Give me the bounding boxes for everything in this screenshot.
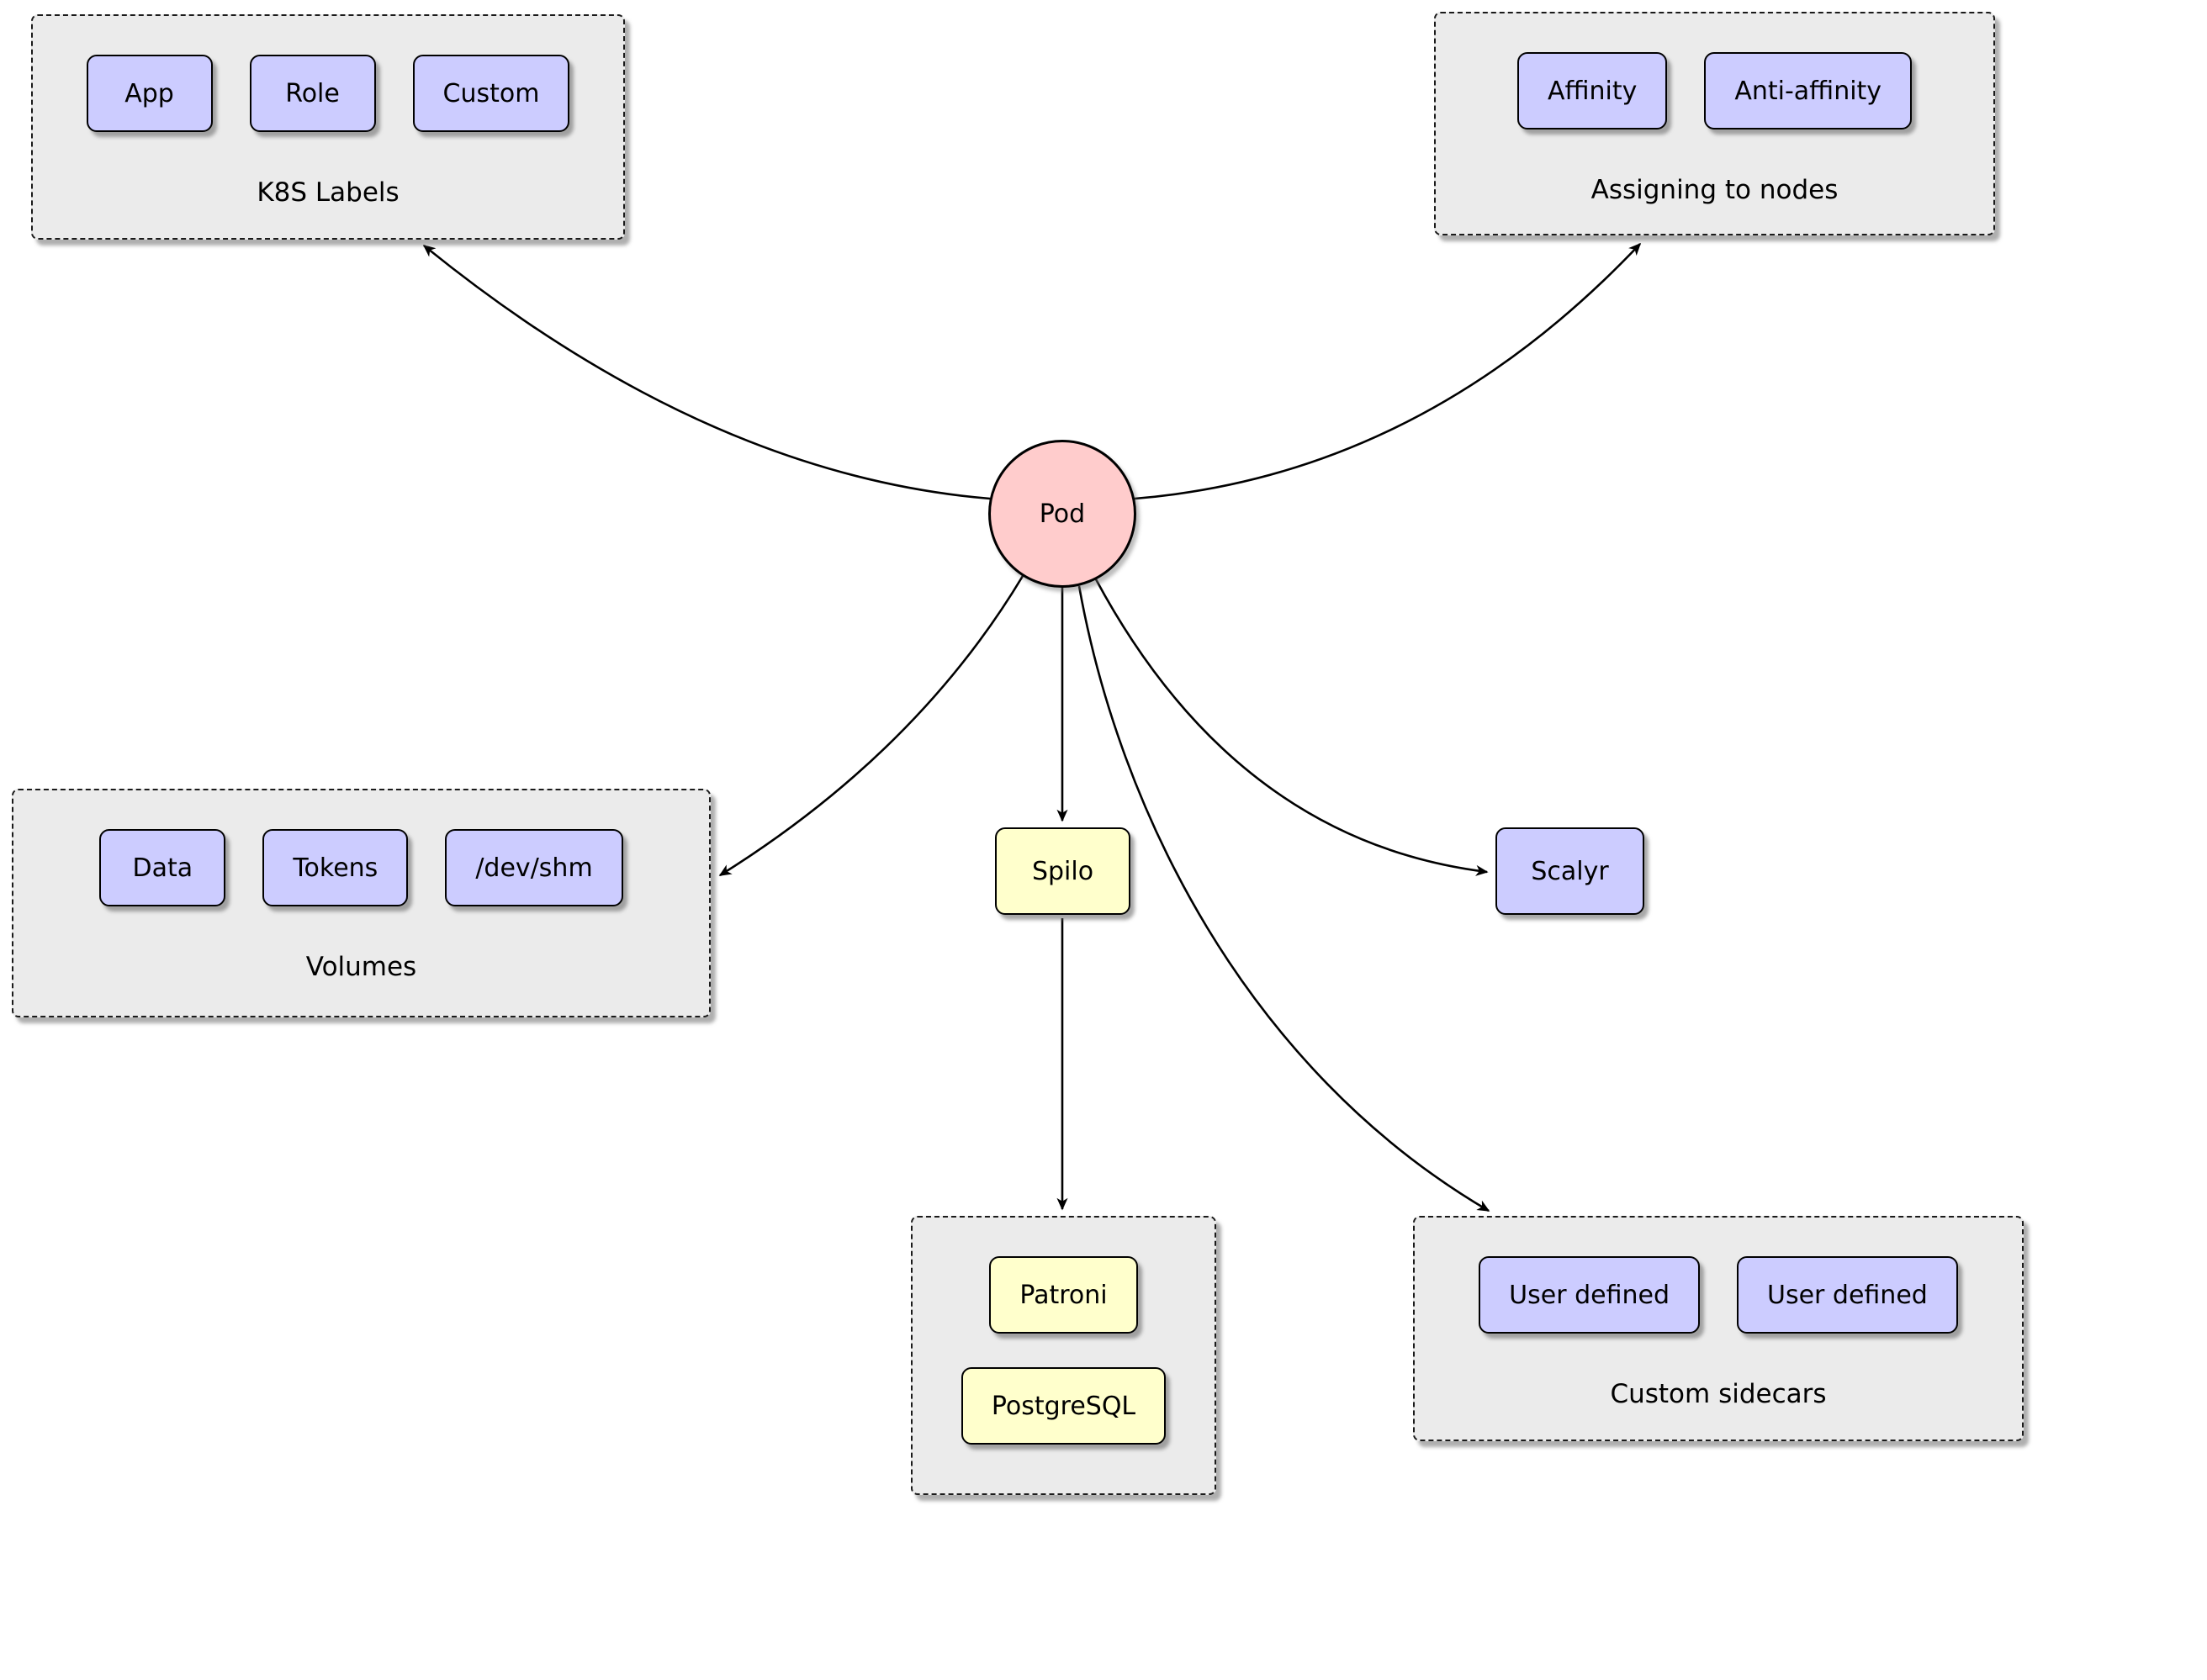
node-data: Data: [99, 829, 226, 906]
k8s-labels-row: App Role Custom: [86, 55, 570, 132]
group-volumes: Data Tokens /dev/shm Volumes: [12, 789, 711, 1017]
node-patroni: Patroni: [989, 1256, 1138, 1334]
node-pod: Pod: [988, 440, 1136, 588]
node-tokens: Tokens: [262, 829, 409, 906]
node-user-defined-2: User defined: [1737, 1256, 1958, 1334]
node-dev-shm: /dev/shm: [445, 829, 623, 906]
custom-sidecars-row: User defined User defined: [1479, 1256, 1958, 1334]
node-scalyr: Scalyr: [1495, 827, 1644, 915]
assigning-to-nodes-row: Affinity Anti-affinity: [1516, 52, 1913, 129]
group-title-custom-sidecars: Custom sidecars: [1610, 1379, 1827, 1409]
node-app: App: [86, 55, 213, 132]
edge-pod-to-custom-sidecars: [1077, 585, 1490, 1212]
edge-pod-to-scalyr: [1094, 578, 1489, 876]
group-custom-sidecars: User defined User defined Custom sidecar…: [1413, 1216, 2024, 1441]
node-anti-affinity: Anti-affinity: [1704, 52, 1913, 129]
group-k8s-labels: App Role Custom K8S Labels: [31, 14, 625, 240]
node-role: Role: [249, 55, 376, 132]
node-user-defined-1: User defined: [1479, 1256, 1700, 1334]
node-postgresql: PostgreSQL: [961, 1367, 1167, 1445]
group-assigning-to-nodes: Affinity Anti-affinity Assigning to node…: [1434, 12, 1995, 235]
volumes-row: Data Tokens /dev/shm: [99, 829, 623, 906]
node-custom: Custom: [412, 55, 570, 132]
node-spilo: Spilo: [995, 827, 1130, 915]
edge-pod-to-assigning-to-nodes: [1134, 242, 1642, 500]
group-title-k8s-labels: K8S Labels: [257, 177, 400, 208]
group-spilo-containers: Patroni PostgreSQL: [911, 1216, 1216, 1495]
edge-pod-to-k8s-labels: [422, 244, 991, 500]
node-affinity: Affinity: [1516, 52, 1668, 129]
group-title-assigning-to-nodes: Assigning to nodes: [1590, 175, 1839, 205]
edge-pod-to-volumes: [718, 575, 1024, 877]
spilo-containers-column: Patroni PostgreSQL: [961, 1256, 1167, 1445]
group-title-volumes: Volumes: [305, 952, 417, 982]
